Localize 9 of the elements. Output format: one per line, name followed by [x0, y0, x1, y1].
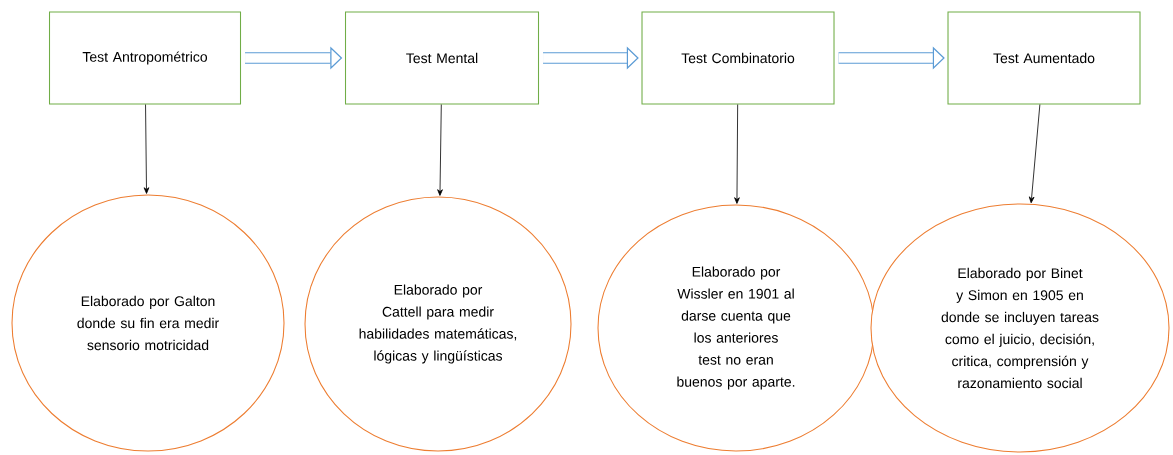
process-box: Test Mental: [344, 11, 540, 105]
arrow: [1028, 104, 1041, 204]
arrow: [734, 104, 740, 204]
arrow: [143, 104, 150, 194]
process-box: Test Combinatorio: [641, 11, 835, 105]
process-box: Test Antropométrico: [48, 11, 242, 105]
node-label: Elaborado por Binet y Simon en 1905 en donde se incluyen tareas como el juicio, decisión, critica, comprensión y razonamiento social: [941, 267, 1099, 389]
process-box: Test Aumentado: [947, 11, 1141, 105]
arrow: [437, 104, 443, 196]
